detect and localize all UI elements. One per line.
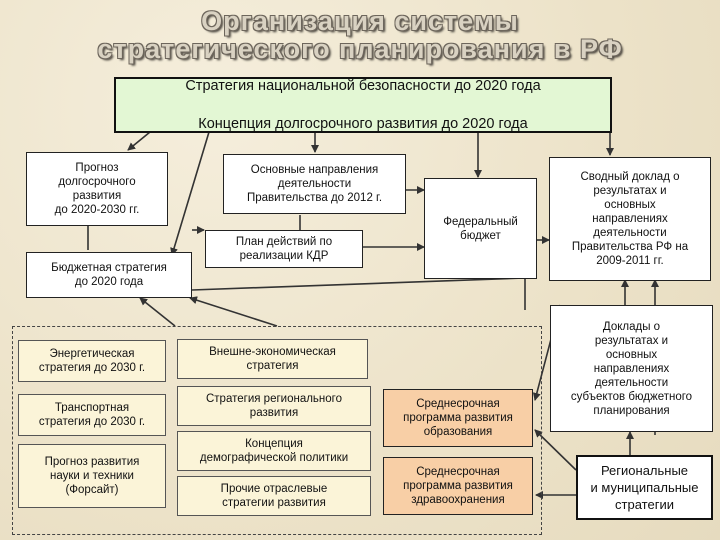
- long-term-concept-label: Концепция долгосрочного развития до 2020…: [198, 115, 528, 132]
- regional-municipal-strategies-box: Региональные и муниципальные стратегии: [576, 455, 713, 520]
- regional-development-strategy-box: Стратегия регионального развития: [177, 386, 371, 426]
- foreign-economic-strategy-box: Внешне-экономическая стратегия: [177, 339, 368, 379]
- science-forecast-box: Прогноз развития науки и техники (Форсай…: [18, 444, 166, 508]
- national-strategy-box: Стратегия национальной безопасности до 2…: [114, 77, 612, 133]
- arrow-top-to-budget-strategy: [170, 131, 210, 256]
- national-security-strategy-label: Стратегия национальной безопасности до 2…: [185, 77, 541, 94]
- budget-strategy-box: Бюджетная стратегия до 2020 года: [26, 252, 192, 298]
- arrow-group-left: [139, 297, 176, 327]
- subject-reports-box: Доклады о результатах и основных направл…: [550, 305, 713, 432]
- action-plan-box: План действий по реализации КДР: [205, 230, 363, 268]
- summary-report-box: Сводный доклад о результатах и основных …: [549, 157, 711, 281]
- transport-strategy-box: Транспортная стратегия до 2030 г.: [18, 394, 166, 436]
- demographic-policy-box: Концепция демографической политики: [177, 431, 371, 471]
- strategies-group: [12, 326, 542, 535]
- forecast-long-term-box: Прогноз долгосрочного развития до 2020-2…: [26, 152, 168, 226]
- arrow-group-budget-strategy: [189, 296, 278, 327]
- federal-budget-box: Федеральный бюджет: [424, 178, 537, 279]
- diagram-title-line2: стратегического планирования в РФ: [97, 34, 623, 64]
- energy-strategy-box: Энергетическая стратегия до 2030 г.: [18, 340, 166, 382]
- education-program-box: Среднесрочная программа развития образов…: [383, 389, 533, 447]
- arrow-top-to-forecast: [127, 131, 151, 151]
- health-program-box: Среднесрочная программа развития здравоо…: [383, 457, 533, 515]
- line-budget-strategy-budget: [191, 277, 526, 291]
- other-sector-strategies-box: Прочие отраслевые стратегии развития: [177, 476, 371, 516]
- gov-directions-box: Основные направления деятельности Правит…: [223, 154, 406, 214]
- diagram-title-line1: Организация системы: [201, 6, 519, 36]
